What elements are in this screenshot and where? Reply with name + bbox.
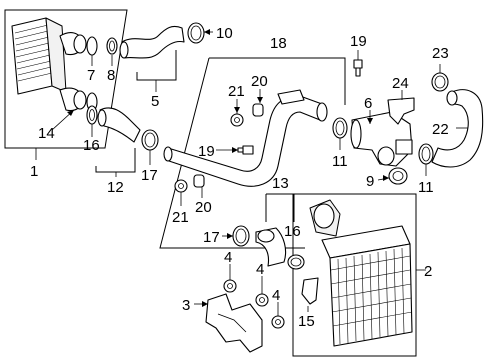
callout-20-lower: 20 [195, 199, 212, 216]
callout-5: 5 [151, 93, 159, 110]
o-ring-part-16-left [86, 105, 98, 125]
connector-part-6 [350, 111, 413, 167]
bracket-part-3 [205, 293, 263, 353]
group-box-1 [4, 9, 128, 149]
seal-part-9 [388, 167, 408, 185]
callout-16-left: 16 [83, 137, 100, 154]
sensor-part-24 [387, 97, 415, 125]
group-box-18 [159, 57, 346, 249]
callout-21-lower: 21 [172, 209, 189, 226]
callout-10: 10 [216, 25, 233, 42]
grommet-part-4-left [223, 279, 237, 293]
callout-2: 2 [424, 263, 432, 280]
bolt-part-19-right [353, 59, 363, 77]
o-ring-part-8 [106, 37, 118, 55]
intercooler-left [11, 17, 87, 112]
callout-11-right: 11 [418, 179, 434, 196]
callout-20-upper: 20 [251, 73, 268, 90]
sleeve-part-20-lower [193, 174, 205, 188]
callout-13: 13 [272, 175, 289, 192]
clamp-part-23 [431, 72, 449, 92]
charge-pipe-part-18 [163, 89, 328, 187]
callout-22: 22 [432, 121, 449, 138]
callout-15: 15 [298, 313, 315, 330]
callout-24: 24 [392, 75, 409, 92]
hose-part-5 [119, 25, 185, 59]
callout-12: 12 [107, 179, 124, 196]
hose-part-22 [431, 89, 484, 168]
callout-7: 7 [87, 67, 95, 84]
clamp-part-17-upper [141, 129, 159, 151]
group-box-2 [292, 193, 417, 357]
clamp-part-17-lower [232, 225, 250, 247]
grommet-part-21-upper [230, 113, 244, 127]
callout-9: 9 [366, 173, 374, 190]
grommet-part-4-right [271, 315, 285, 329]
callout-17-lower: 17 [203, 229, 220, 246]
callout-8: 8 [107, 67, 115, 84]
clamp-part-10 [187, 22, 205, 44]
gasket-part-15 [301, 277, 319, 305]
o-ring-part-16-lower [287, 254, 305, 270]
callout-18: 18 [270, 35, 287, 52]
bolt-part-19-left [237, 145, 254, 155]
callout-6: 6 [364, 95, 372, 112]
callout-17-upper: 17 [141, 167, 158, 184]
callout-1: 1 [30, 163, 38, 180]
callout-3: 3 [182, 297, 190, 314]
callout-16-lower: 16 [284, 223, 301, 240]
callout-4-left: 4 [224, 249, 232, 266]
hose-part-13 [255, 227, 287, 267]
callout-23: 23 [432, 45, 449, 62]
grommet-part-21-lower [174, 179, 188, 193]
callout-21-upper: 21 [228, 83, 245, 100]
callout-11-left: 11 [332, 153, 348, 170]
callout-19-right: 19 [350, 33, 367, 50]
sleeve-part-20-upper [252, 103, 264, 117]
hose-part-12 [97, 107, 141, 143]
clamp-part-11-left [332, 117, 348, 139]
intercooler-right [309, 199, 413, 347]
clamp-part-7-upper [86, 36, 98, 56]
callout-4-middle: 4 [256, 261, 264, 278]
grommet-part-4-middle [255, 293, 269, 307]
callout-4-right: 4 [272, 287, 280, 304]
clamp-part-11-right [418, 143, 434, 165]
callout-19-left: 19 [198, 143, 215, 160]
callout-14: 14 [38, 125, 55, 142]
